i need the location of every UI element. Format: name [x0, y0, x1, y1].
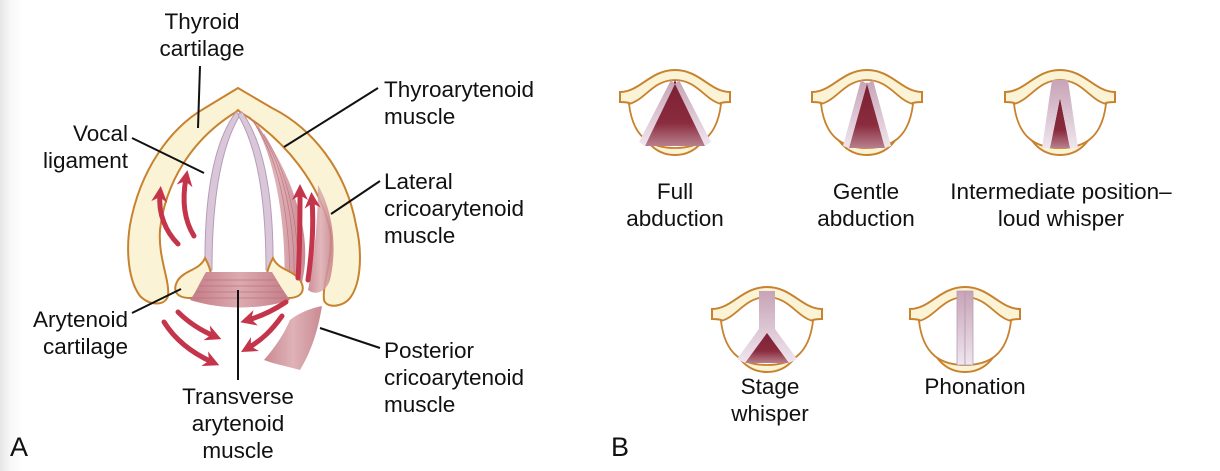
label-line: abduction: [626, 206, 724, 231]
label-line: cricoarytenoid: [384, 365, 525, 390]
vocal-ligament-right-shape: [237, 111, 274, 271]
label-gentle-abduction: Gentle abduction: [817, 178, 915, 232]
label-line: ligament: [42, 148, 128, 173]
label-thyroarytenoid-muscle: Thyroarytenoid muscle: [384, 76, 534, 130]
label-thyroid-cartilage: Thyroid cartilage: [159, 8, 244, 62]
label-line: Arytenoid: [32, 307, 128, 332]
posterior-cricoarytenoid-muscle-shape: [264, 306, 322, 370]
vocal-fold-icon-intermediate-position: [1004, 69, 1116, 156]
label-line: Full: [656, 179, 694, 204]
panel-a-illustration: [127, 65, 381, 380]
vocal-fold-icon-phonation: [909, 286, 1021, 373]
thyroarytenoid-muscle-shape: [248, 114, 306, 290]
label-arytenoid-cartilage: Arytenoid cartilage: [33, 306, 128, 360]
leader-line-posterior: [319, 327, 381, 349]
label-line: Thyroarytenoid: [384, 77, 535, 102]
label-line: Phonation: [924, 374, 1026, 399]
label-line: arytenoid: [191, 411, 285, 436]
arrow-icon: [304, 192, 321, 283]
label-vocal-ligament: Vocal ligament: [43, 120, 128, 174]
label-line: loud whisper: [997, 206, 1125, 231]
lateral-cricoarytenoid-muscle-shape: [308, 185, 334, 293]
label-line: muscle: [384, 104, 456, 129]
label-transverse-arytenoid-muscle: Transverse arytenoid muscle: [182, 383, 294, 464]
label-line: cartilage: [42, 334, 128, 359]
label-full-abduction: Full abduction: [626, 178, 724, 232]
leader-line-arytenoid: [131, 288, 182, 314]
label-line: Gentle: [832, 179, 900, 204]
label-line: Thyroid: [164, 9, 240, 34]
arrow-icon: [176, 170, 197, 239]
transverse-arytenoid-muscle-shape: [190, 272, 290, 308]
leader-line-thyroid: [197, 65, 201, 129]
label-line: whisper: [731, 401, 809, 426]
label-line: muscle: [384, 392, 456, 417]
label-line: cricoarytenoid: [384, 196, 525, 221]
label-lateral-cricoarytenoid-muscle: Lateral cricoarytenoid muscle: [384, 168, 524, 249]
vocal-fold-icon-gentle-abduction: [811, 69, 923, 156]
label-line: Posterior: [384, 338, 475, 363]
arrow-icon: [161, 319, 220, 366]
leader-line-thyroarytenoid: [283, 87, 379, 148]
vocal-fold-icon-stage-whisper: [711, 286, 823, 373]
label-line: cartilage: [159, 36, 245, 61]
arrow-icon: [240, 299, 289, 326]
arrow-icon: [175, 309, 222, 341]
label-line: Transverse: [182, 384, 294, 409]
label-stage-whisper: Stage whisper: [731, 373, 809, 427]
label-intermediate-position: Intermediate position– loud whisper: [950, 178, 1171, 232]
arrow-icon: [151, 186, 181, 247]
vocal-ligament-left-shape: [204, 111, 241, 271]
leader-line-vocal-ligament: [131, 137, 205, 174]
label-posterior-cricoarytenoid-muscle: Posterior cricoarytenoid muscle: [384, 337, 524, 418]
label-line: Stage: [740, 374, 800, 399]
arrow-icon: [291, 183, 308, 281]
label-line: muscle: [384, 223, 456, 248]
label-line: muscle: [202, 438, 274, 463]
thyroid-cartilage-shape: [127, 86, 361, 307]
arrow-icon: [241, 313, 285, 352]
label-line: Vocal: [72, 121, 128, 146]
panel-letter-b: B: [611, 432, 630, 462]
label-line: Intermediate position–: [950, 179, 1172, 204]
label-line: abduction: [817, 206, 915, 231]
muscle-action-arrows: [151, 170, 321, 366]
leader-line-lateral: [330, 180, 381, 215]
panel-letter-a: A: [10, 432, 29, 462]
label-line: Lateral: [384, 169, 453, 194]
vocal-fold-icon-full-abduction: [619, 69, 731, 156]
label-phonation: Phonation: [924, 373, 1025, 400]
